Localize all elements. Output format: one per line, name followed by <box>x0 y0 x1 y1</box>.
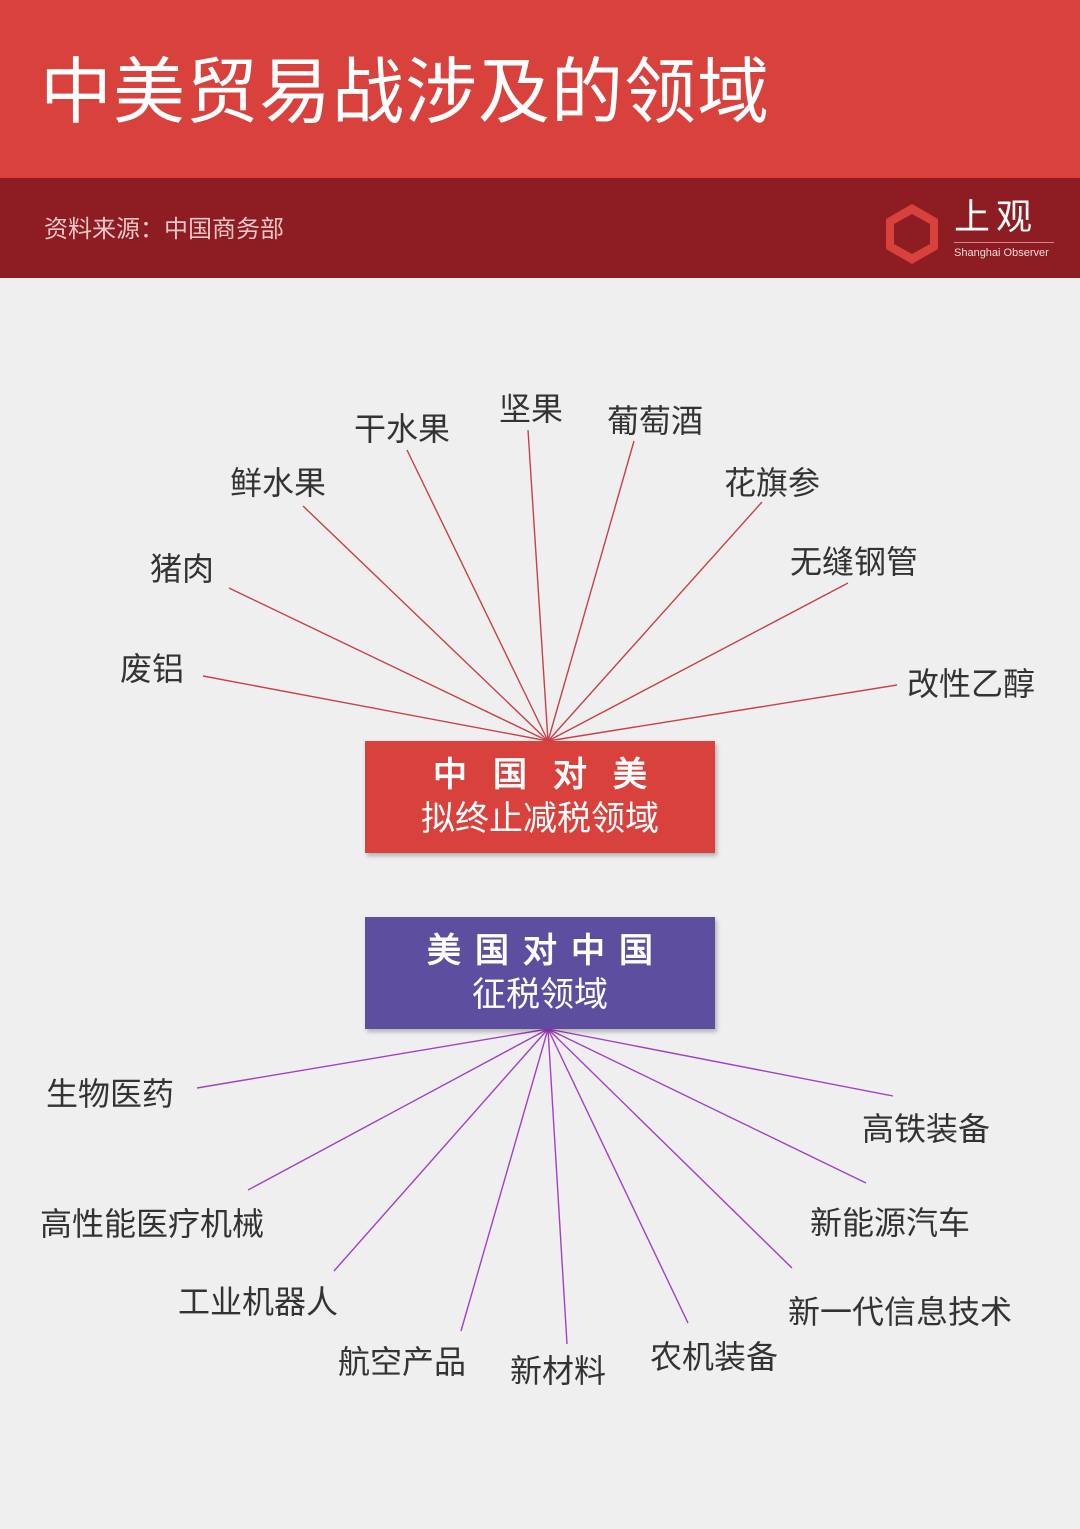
us-connector-line <box>460 1028 549 1332</box>
source-bar: 资料来源：中国商务部 上观 Shanghai Observer <box>0 178 1080 278</box>
china-connector-line <box>547 684 898 742</box>
us-item-label: 生物医药 <box>46 1075 175 1113</box>
us-item-label: 新材料 <box>510 1352 607 1390</box>
us-connector-line <box>196 1028 549 1089</box>
us-item-label: 工业机器人 <box>178 1283 339 1321</box>
logo-english-name: Shanghai Observer <box>954 247 1049 259</box>
china-item-label: 废铝 <box>120 650 185 688</box>
china-tariff-box: 中国对美 拟终止减税领域 <box>365 741 715 853</box>
us-item-label: 航空产品 <box>338 1343 467 1381</box>
us-tariff-box: 美国对中国 征税领域 <box>365 917 715 1029</box>
us-item-label: 高铁装备 <box>862 1110 991 1148</box>
china-connector-line <box>406 449 549 742</box>
logo-divider <box>954 242 1054 243</box>
us-connector-line <box>547 1028 867 1184</box>
china-connector-line <box>527 429 549 742</box>
us-item-label: 新一代信息技术 <box>788 1293 1013 1331</box>
china-item-label: 干水果 <box>354 410 451 448</box>
us-item-label: 新能源汽车 <box>810 1204 971 1242</box>
china-item-label: 无缝钢管 <box>790 543 919 581</box>
us-connector-line <box>333 1028 549 1272</box>
us-connector-line <box>547 1028 894 1097</box>
china-connector-line <box>547 501 763 742</box>
china-item-label: 葡萄酒 <box>607 402 704 440</box>
header-bar: 中美贸易战涉及的领域 <box>0 0 1080 178</box>
china-connector-line <box>202 675 549 742</box>
us-item-label: 农机装备 <box>650 1338 779 1376</box>
us-connector-line <box>547 1028 689 1324</box>
china-box-subheading: 拟终止减税领域 <box>421 799 659 839</box>
shanghai-observer-logo: 上观 Shanghai Observer <box>880 196 1060 266</box>
us-box-subheading: 征税领域 <box>472 975 608 1015</box>
china-item-label: 花旗参 <box>724 464 821 502</box>
china-connector-line <box>547 440 635 742</box>
china-item-label: 坚果 <box>499 390 564 428</box>
us-connector-lines <box>196 1028 894 1345</box>
china-connector-line <box>228 587 549 742</box>
china-connector-lines <box>202 429 898 742</box>
us-box-heading: 美国对中国 <box>427 931 667 971</box>
us-connector-line <box>247 1028 549 1191</box>
page-title: 中美贸易战涉及的领域 <box>40 50 771 134</box>
us-connector-line <box>547 1028 793 1269</box>
china-connector-line <box>547 582 849 742</box>
logo-chinese-name: 上观 <box>954 197 1039 238</box>
china-connector-line <box>302 505 549 742</box>
us-item-label: 高性能医疗机械 <box>40 1205 265 1243</box>
china-item-label: 鲜水果 <box>230 464 327 502</box>
shutter-logo-icon <box>886 204 938 264</box>
china-box-heading: 中国对美 <box>433 755 673 795</box>
china-item-label: 改性乙醇 <box>907 665 1036 703</box>
source-text: 资料来源：中国商务部 <box>44 215 284 243</box>
us-connector-line <box>547 1028 568 1345</box>
china-item-label: 猪肉 <box>150 550 215 588</box>
